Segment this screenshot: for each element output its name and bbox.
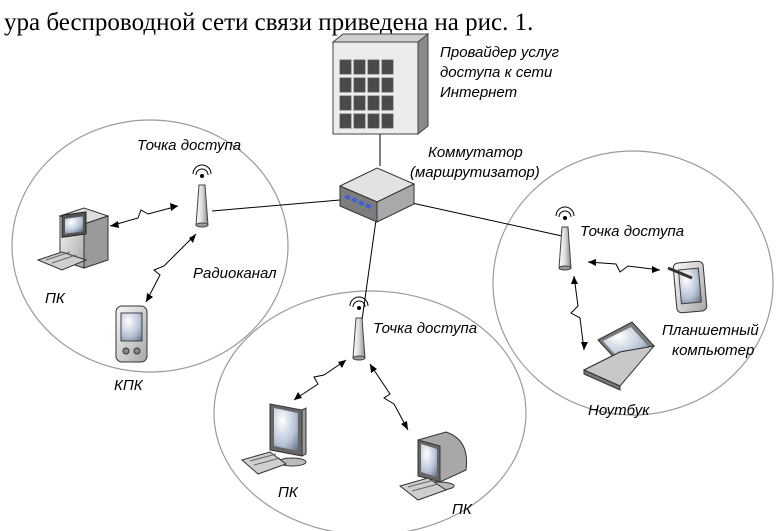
provider-label-line-3: Интернет xyxy=(440,84,517,101)
pda-label: КПК xyxy=(114,377,144,394)
arrow-head-icon xyxy=(370,364,377,373)
pc-left-label: ПК xyxy=(45,290,66,307)
arrow-head-icon xyxy=(170,203,178,211)
pc-bottom-left-label: ПК xyxy=(278,484,299,501)
ap-bottom-label: Точка доступа xyxy=(373,320,477,337)
pda-icon xyxy=(115,305,148,363)
radio-channel-label: Радиоканал xyxy=(193,265,277,282)
arrow-head-icon xyxy=(110,221,119,228)
coverage-zone-bottom xyxy=(213,290,527,531)
ap-right-label: Точка доступа xyxy=(580,223,684,240)
laptop-icon xyxy=(582,321,656,391)
arrow-head-icon xyxy=(401,421,408,430)
router-icon xyxy=(338,167,416,223)
pc-left-icon xyxy=(36,207,110,271)
laptop-label: Ноутбук xyxy=(588,402,650,419)
access-point-bottom-icon xyxy=(349,296,369,361)
caption-text: ура беспроводной сети связи приведена на… xyxy=(4,9,533,36)
arrow-head-icon xyxy=(652,266,660,273)
arrow-head-icon xyxy=(588,259,596,266)
switch-label-line-1: Коммутатор xyxy=(428,144,523,161)
access-point-left-icon xyxy=(192,164,212,228)
arrow-head-icon xyxy=(581,342,588,350)
arrow-head-icon xyxy=(571,276,578,284)
radio-links xyxy=(109,203,661,431)
provider-label-line-1: Провайдер услуг xyxy=(440,44,560,61)
tablet-label-line-2: компьютер xyxy=(672,342,754,359)
coverage-zone-left xyxy=(11,119,289,373)
tablet-icon xyxy=(667,260,708,314)
provider-building-icon xyxy=(331,32,430,136)
pc-bottom-right-label: ПК xyxy=(452,501,473,518)
pc-bottom-left-icon xyxy=(240,403,307,475)
pc-bottom-right-icon xyxy=(398,431,468,501)
provider-label-line-2: доступа к сети xyxy=(440,64,553,81)
ap-left-label: Точка доступа xyxy=(137,137,241,154)
arrow-head-icon xyxy=(294,392,302,400)
coverage-zone-right xyxy=(492,150,774,416)
arrow-head-icon xyxy=(189,234,196,243)
switch-label-line-2: (маршрутизатор) xyxy=(410,164,540,181)
tablet-label-line-1: Планшетный xyxy=(662,322,759,339)
link-switch-ap-right xyxy=(411,202,563,237)
arrow-head-icon xyxy=(146,293,153,302)
link-switch-ap-bottom xyxy=(361,219,377,321)
arrow-head-icon xyxy=(338,360,346,368)
access-point-right-icon xyxy=(555,206,575,271)
link-switch-ap-left xyxy=(211,199,341,212)
